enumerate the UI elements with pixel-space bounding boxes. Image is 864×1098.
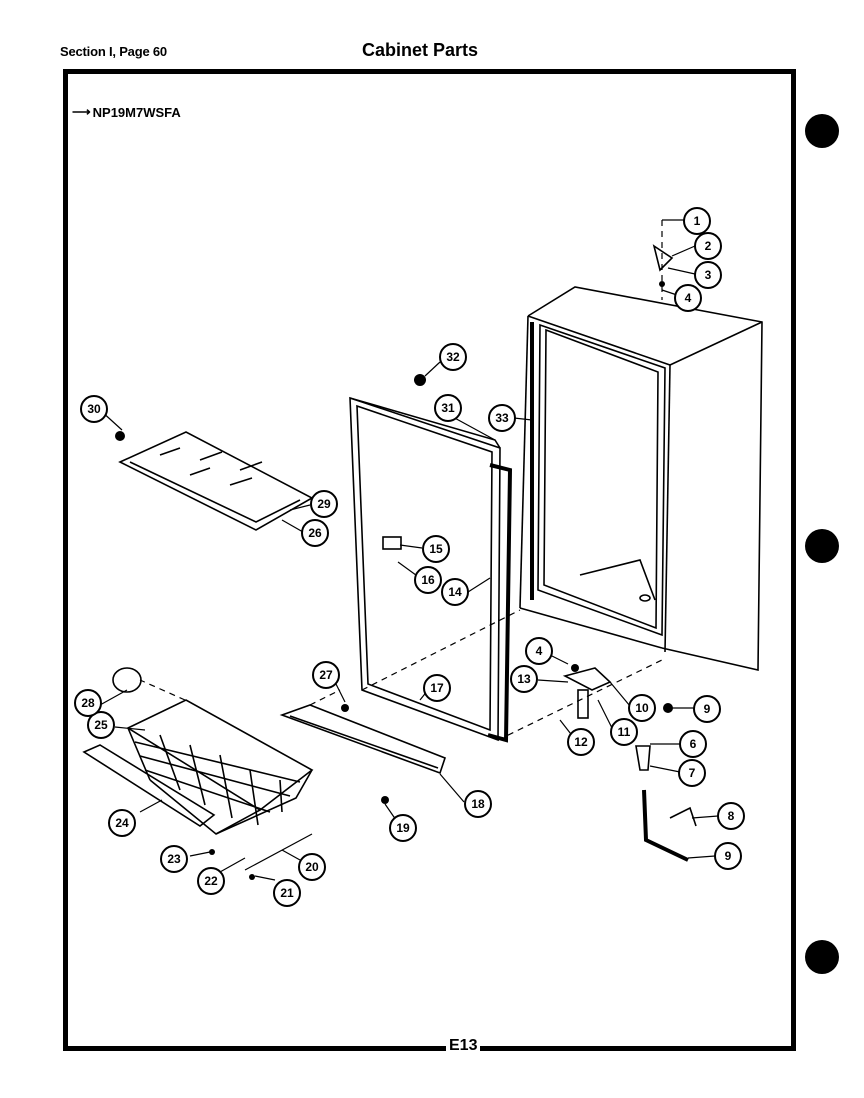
callout-2: 2 [694,232,722,260]
callout-14: 14 [441,578,469,606]
svg-text:31: 31 [441,401,455,415]
svg-text:13: 13 [517,672,531,686]
callout-16: 16 [414,566,442,594]
svg-text:28: 28 [81,696,95,710]
callout-31: 31 [434,394,462,422]
callout-11: 11 [610,718,638,746]
callout-7: 7 [678,759,706,787]
binder-hole-bottom [805,940,839,974]
callout-9: 9 [714,842,742,870]
callout-22: 22 [197,867,225,895]
callout-6: 6 [679,730,707,758]
svg-text:30: 30 [87,402,101,416]
svg-text:17: 17 [430,681,444,695]
svg-text:4: 4 [536,644,543,658]
svg-text:3: 3 [705,268,712,282]
callout-32: 32 [439,343,467,371]
diagram-frame [63,69,796,1051]
svg-text:16: 16 [421,573,435,587]
svg-text:20: 20 [305,860,319,874]
callout-4-hinge: 4 [525,637,553,665]
model-number: ⟶ NP19M7WSFA [72,104,181,120]
arrow-right-icon: ⟶ [72,104,91,119]
svg-text:21: 21 [280,886,294,900]
svg-text:33: 33 [495,411,509,425]
page-code: E13 [446,1037,481,1055]
svg-text:8: 8 [728,809,735,823]
basket-front-panel [82,744,216,827]
svg-text:24: 24 [115,816,129,830]
callout-13: 13 [510,665,538,693]
svg-text:11: 11 [618,725,631,739]
svg-text:15: 15 [429,542,443,556]
wire-basket [126,699,314,835]
shelf [118,431,314,531]
svg-text:6: 6 [690,737,697,751]
section-label: Section I, Page 60 [60,44,167,59]
binder-hole-top [805,114,839,148]
callout-20: 20 [298,853,326,881]
callout-24: 24 [108,809,136,837]
svg-text:12: 12 [574,735,588,749]
svg-text:23: 23 [167,852,181,866]
callout-33: 33 [488,404,516,432]
svg-text:26: 26 [308,526,322,540]
callout-12: 12 [567,728,595,756]
svg-text:4: 4 [685,291,692,305]
page-title: Cabinet Parts [362,40,479,60]
kickplate [279,704,446,775]
callout-23: 23 [160,845,188,873]
assembly-guide-lines [139,220,663,741]
callout-3: 3 [694,261,722,289]
svg-text:32: 32 [446,350,460,364]
callout-1: 1 [683,207,711,235]
callout-19: 19 [389,814,417,842]
callout-30: 30 [80,395,108,423]
callout-18: 18 [464,790,492,818]
model-number-text: NP19M7WSFA [92,104,181,120]
svg-text:7: 7 [689,766,696,780]
svg-text:2: 2 [705,239,712,253]
callout-27: 27 [312,661,340,689]
cabinet-body [519,286,763,672]
callout-4-top: 4 [674,284,702,312]
svg-text:19: 19 [396,821,410,835]
callout-28: 28 [74,689,102,717]
svg-text:22: 22 [204,874,218,888]
svg-text:25: 25 [94,718,108,732]
callout-21: 21 [273,879,301,907]
svg-text:9: 9 [725,849,732,863]
callout-26: 26 [301,519,329,547]
callout-25: 25 [87,711,115,739]
callout-17: 17 [423,674,451,702]
svg-text:1: 1 [694,214,701,228]
callout-9-right: 9 [693,695,721,723]
svg-text:14: 14 [448,585,462,599]
leader-lines [99,219,719,881]
callout-10: 10 [628,694,656,722]
callout-8: 8 [717,802,745,830]
svg-text:10: 10 [635,701,649,715]
svg-text:29: 29 [317,497,331,511]
callout-29: 29 [310,490,338,518]
svg-text:18: 18 [471,797,485,811]
callout-15: 15 [422,535,450,563]
svg-text:27: 27 [319,668,333,682]
binder-hole-middle [805,529,839,563]
svg-text:9: 9 [704,702,711,716]
small-parts [112,244,697,880]
